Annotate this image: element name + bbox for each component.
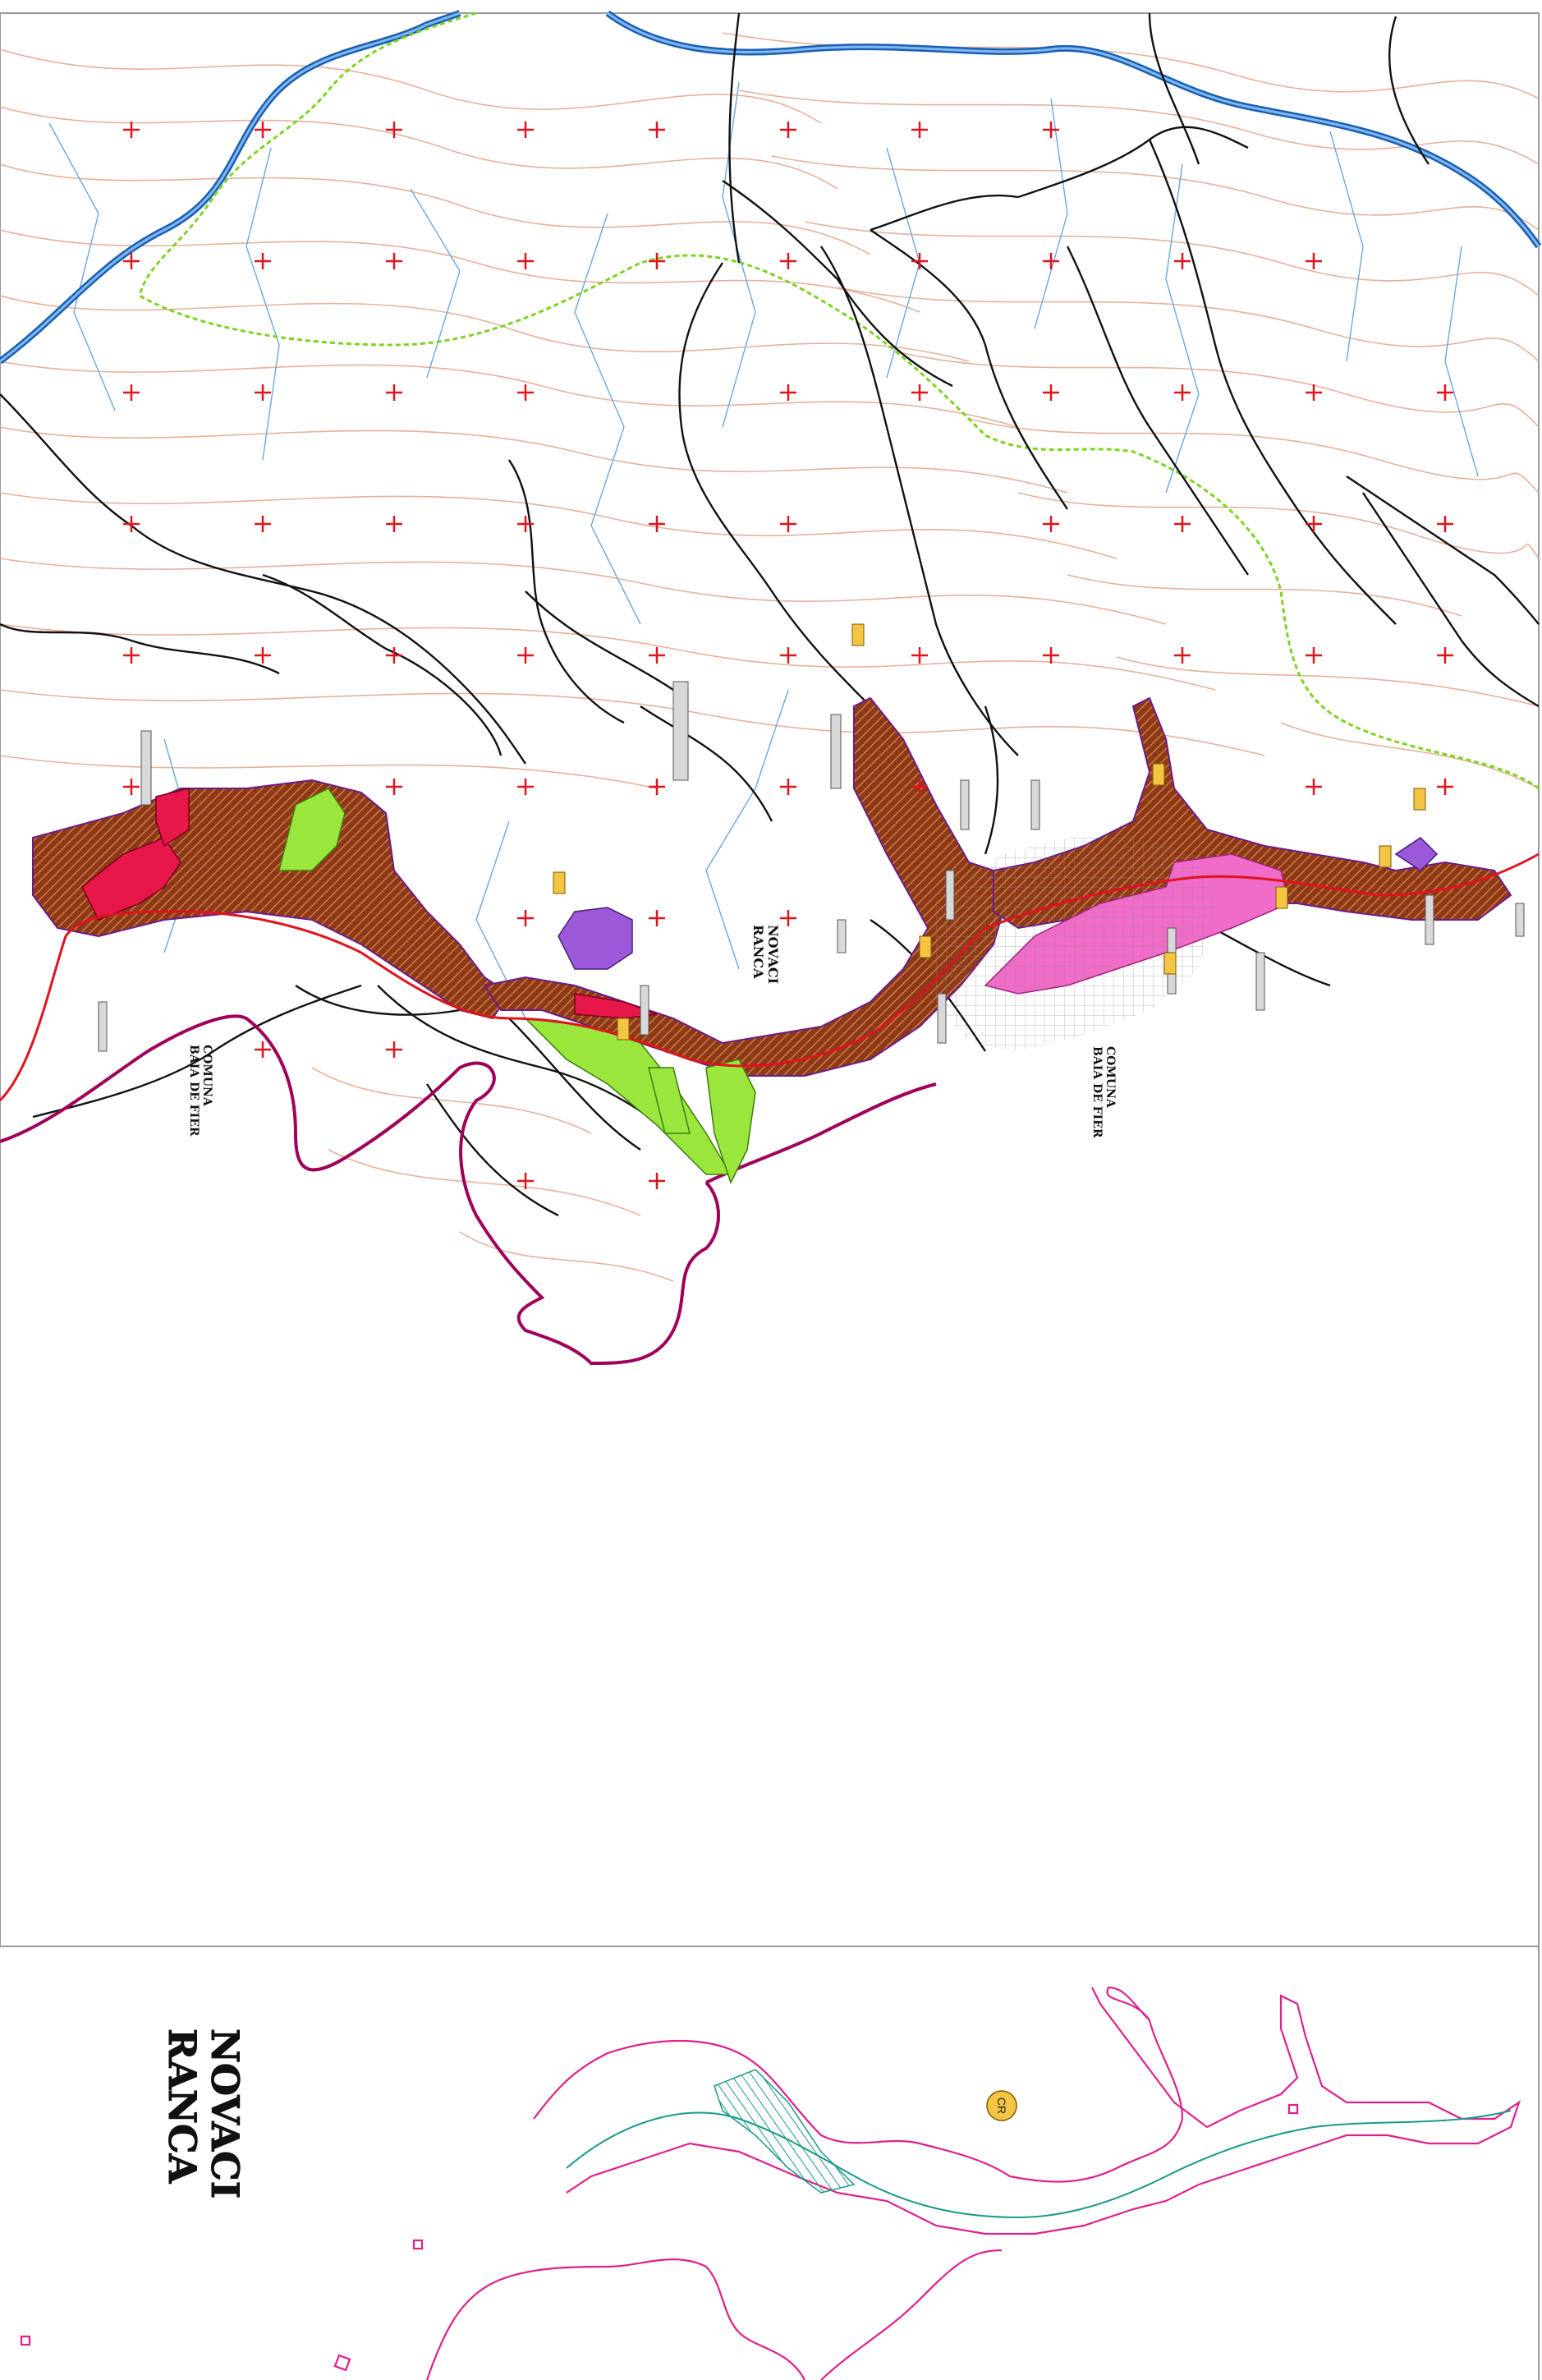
- river: [0, 10, 1542, 365]
- purple-zones: [558, 837, 1439, 970]
- commune-label-left-line-1: COMUNA: [200, 1045, 213, 1107]
- commune-boundary: [0, 1014, 937, 1366]
- inset-outline: [20, 1986, 1521, 2380]
- commune-label-right-line-1: COMUNA: [1104, 1046, 1117, 1109]
- commune-label-right: COMUNA BAIA DE FIER: [1090, 1046, 1117, 1138]
- green-zone-south-b: [705, 1059, 756, 1184]
- inset-title-line-1: NOVACI: [203, 2029, 247, 2199]
- inset-panel: NOVACI RANCA CR: [0, 1946, 1540, 2380]
- main-map-panel: NOVACI RANCA COMUNA BAIA DE FIER COMUNA …: [0, 10, 1542, 1947]
- green-zone-south-c: [648, 1067, 691, 1134]
- commune-label-left: COMUNA BAIA DE FIER: [187, 1045, 213, 1137]
- trails: [138, 11, 1540, 790]
- green-zone-west: [278, 788, 346, 871]
- yellow-tags: [553, 623, 1426, 1041]
- contour-lines: [0, 32, 1540, 1282]
- locality-label-line-1: NOVACI: [765, 925, 781, 984]
- commune-label-right-line-2: BAIA DE FIER: [1090, 1046, 1104, 1138]
- main-road: [0, 852, 1540, 1102]
- green-zones: [278, 788, 756, 1184]
- inset-badge: CR: [986, 2090, 1017, 2121]
- main-map-border: [0, 12, 1540, 1947]
- inset-hatched-area: [714, 2069, 856, 2194]
- red-zone-west-2: [155, 788, 190, 848]
- purple-zone-center: [558, 907, 633, 970]
- inset-roads: [566, 2110, 1512, 2219]
- inset-title: NOVACI RANCA: [160, 2029, 247, 2212]
- inset-badge-text: CR: [995, 2097, 1008, 2114]
- survey-grid-markers: [123, 122, 1453, 1189]
- inset-title-line-2: RANCA: [160, 2029, 204, 2185]
- purple-zone-east: [1394, 837, 1439, 871]
- inset-badge-circle: [986, 2090, 1017, 2121]
- grid-zone: [936, 838, 1215, 1051]
- locality-label-line-2: RANCA: [750, 925, 766, 979]
- locality-label: NOVACI RANCA: [750, 925, 781, 989]
- red-zone-west: [81, 837, 181, 921]
- commune-label-left-line-2: BAIA DE FIER: [187, 1045, 200, 1137]
- residential-red-zones: [81, 788, 658, 1019]
